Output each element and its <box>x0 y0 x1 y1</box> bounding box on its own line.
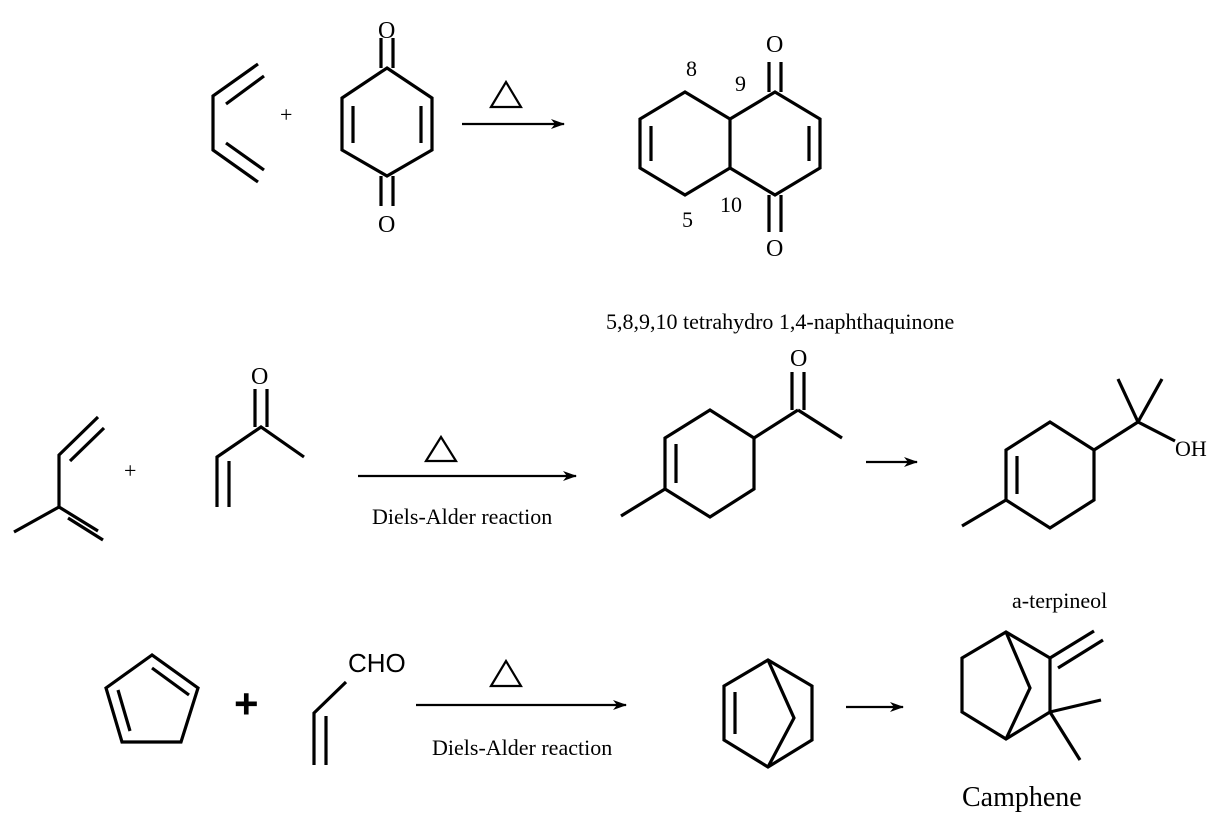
position-label-10: 10 <box>720 192 742 217</box>
position-label-5: 5 <box>682 207 693 232</box>
benzoquinone-structure <box>340 38 434 206</box>
plus-sign-1a: + <box>280 102 292 127</box>
atom-o-ketone: O <box>251 364 268 390</box>
product-name-2: a-terpineol <box>1012 588 1107 613</box>
atom-o-product1-top: O <box>766 32 783 58</box>
plus-sign-2a: + <box>124 458 136 483</box>
camphene-structure <box>960 629 1104 761</box>
atom-o-quinone-bottom: O <box>378 212 395 238</box>
butadiene-structure <box>211 62 265 184</box>
acrolein-structure <box>312 680 348 765</box>
terpineol-structure <box>961 378 1176 530</box>
product-name-3: Camphene <box>962 782 1082 813</box>
heat-triangle-2 <box>424 434 458 463</box>
acetylcyclohexene-structure <box>620 372 843 519</box>
atom-o-quinone-top: O <box>378 18 395 44</box>
atom-oh: OH <box>1175 436 1207 461</box>
arrow-label-3: Diels-Alder reaction <box>432 735 612 760</box>
position-label-8: 8 <box>686 56 697 81</box>
product-name-1: 5,8,9,10 tetrahydro 1,4-naphthaquinone <box>606 309 954 334</box>
heat-triangle-1 <box>489 79 523 109</box>
atom-cho: CHO <box>348 648 406 678</box>
norbornene-structure <box>722 658 814 769</box>
tetrahydronaphthaquinone-structure <box>638 62 822 232</box>
position-label-9: 9 <box>735 71 746 96</box>
heat-triangle-3 <box>489 658 523 688</box>
methyl-vinyl-ketone-structure <box>215 389 305 507</box>
arrow-label-2: Diels-Alder reaction <box>372 504 552 529</box>
plus-sign-3: + <box>234 680 259 727</box>
atom-o-intermediate: O <box>790 346 807 372</box>
atom-o-product1-bottom: O <box>766 236 783 262</box>
isoprene-structure <box>13 415 106 542</box>
cyclopentadiene-structure <box>104 653 200 744</box>
